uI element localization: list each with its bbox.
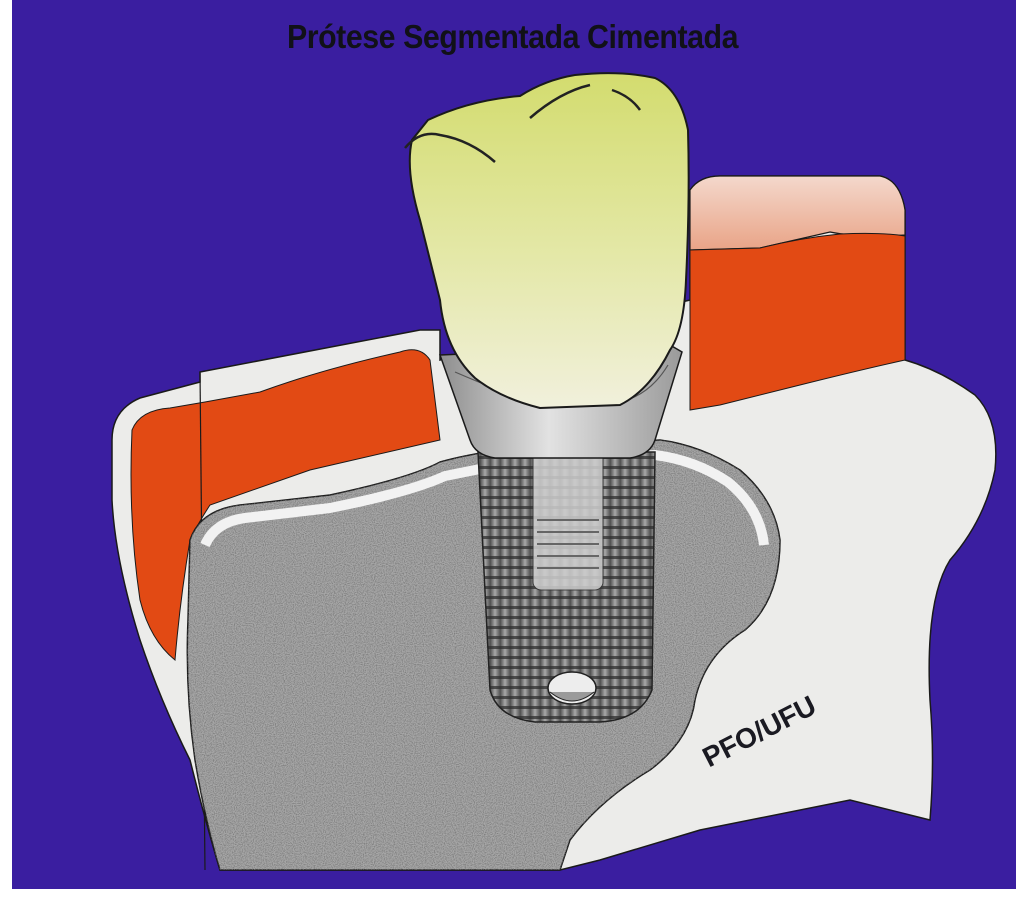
implant xyxy=(478,430,655,722)
diagram-title: Prótese Segmentada Cimentada xyxy=(41,18,984,56)
